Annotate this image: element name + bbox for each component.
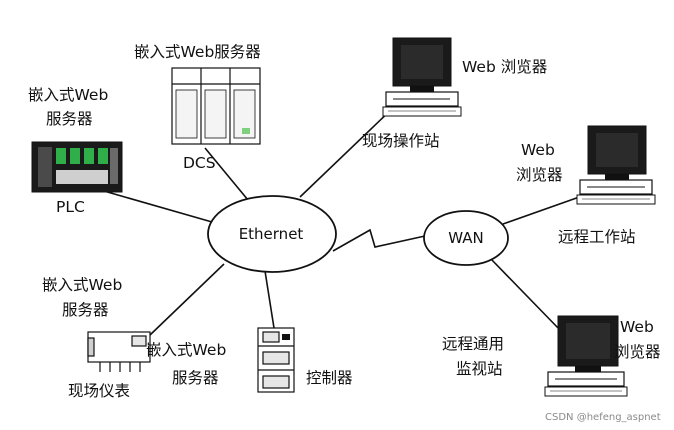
- plc-server-label-line1: 嵌入式Web: [28, 86, 108, 104]
- monitor-station-computer-icon: [544, 315, 628, 397]
- field-server-label-line1: 嵌入式Web: [42, 276, 122, 294]
- link-field-station: [299, 105, 396, 198]
- ctrl-server-label-line2: 服务器: [172, 369, 219, 387]
- wan-label: WAN: [448, 229, 484, 247]
- field-server-label-line2: 服务器: [62, 301, 109, 319]
- plc-server-label-line2: 服务器: [46, 110, 93, 128]
- dcs-server-label: 嵌入式Web服务器: [134, 43, 261, 61]
- connections: [89, 105, 586, 336]
- remote-station-label: 远程工作站: [558, 228, 636, 246]
- plc-label: PLC: [56, 198, 85, 216]
- browser-top-label: Web 浏览器: [462, 58, 548, 76]
- link-field-instrument: [149, 263, 225, 336]
- remote-web-label-line1: Web: [521, 141, 555, 159]
- field-station-computer-icon: [382, 37, 462, 117]
- field-station-label: 现场操作站: [362, 132, 440, 150]
- plc-icon: [31, 141, 123, 193]
- link-controller: [264, 270, 275, 329]
- remote-web-label-line2: 浏览器: [516, 166, 563, 184]
- link-monitor: [489, 257, 561, 331]
- link-plc: [89, 186, 213, 223]
- field-instrument-icon: [87, 331, 151, 372]
- field-instrument-label: 现场仪表: [68, 382, 130, 400]
- wan-node: WAN: [423, 210, 509, 266]
- link-remote-station: [502, 194, 586, 225]
- controller-icon: [257, 327, 295, 393]
- monitor-web-label-line2: 浏览器: [614, 343, 661, 361]
- ethernet-node: Ethernet: [207, 195, 337, 273]
- dcs-label: DCS: [183, 154, 216, 172]
- watermark: CSDN @hefeng_aspnet: [545, 412, 661, 423]
- controller-label: 控制器: [306, 369, 353, 387]
- ctrl-server-label-line1: 嵌入式Web: [146, 341, 226, 359]
- dcs-server-icon: [171, 67, 261, 145]
- remote-station-computer-icon: [576, 125, 656, 205]
- monitor-label-line1: 远程通用: [442, 335, 504, 353]
- monitor-label-line2: 监视站: [456, 360, 503, 378]
- ethernet-label: Ethernet: [239, 225, 304, 243]
- monitor-web-label-line1: Web: [620, 318, 654, 336]
- link-dcs: [204, 147, 249, 201]
- link-zigzag: [332, 228, 426, 252]
